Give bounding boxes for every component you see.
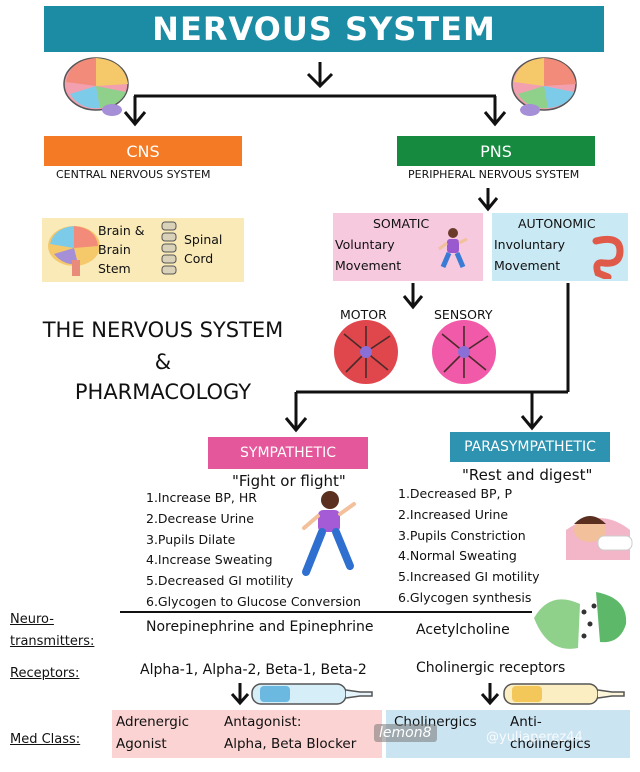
parasympathetic-label: PARASYMPATHETIC xyxy=(464,439,596,455)
motor-label: MOTOR xyxy=(340,307,387,322)
watermark-handle: @yuliaperez44 xyxy=(486,730,583,745)
sympathetic-effect-4: 4.Increase Sweating xyxy=(146,552,273,568)
somatic-line-2: Movement xyxy=(335,258,402,273)
intestine-icon xyxy=(592,235,624,279)
autonomic-title: AUTONOMIC xyxy=(518,216,596,231)
cns-subtitle: CENTRAL NERVOUS SYSTEM xyxy=(56,168,211,181)
headline-line-1: THE NERVOUS SYSTEM xyxy=(42,318,284,342)
autonomic-box: AUTONOMIC Involuntary Movement xyxy=(492,213,628,281)
cns-item-3: Stem xyxy=(98,261,131,276)
cns-box: CNS xyxy=(44,136,242,166)
somatic-box: SOMATIC Voluntary Movement xyxy=(333,213,483,281)
autonomic-line-2: Movement xyxy=(494,258,561,273)
parasympathetic-box: PARASYMPATHETIC xyxy=(450,432,610,462)
pns-subtitle: PERIPHERAL NERVOUS SYSTEM xyxy=(408,168,580,181)
parasympathetic-quote: "Rest and digest" xyxy=(462,466,593,484)
med-para-b-line-2: cholinergics xyxy=(510,736,591,752)
headline-line-3: PHARMACOLOGY xyxy=(74,380,252,404)
somatic-title: SOMATIC xyxy=(373,216,430,231)
med-symp-b-line-1: Antagonist: xyxy=(224,714,302,730)
med-symp-a-line-2: Agonist xyxy=(116,736,167,752)
sympathetic-effect-5: 5.Decreased GI motility xyxy=(146,573,294,589)
neuro-parasympathetic: Acetylcholine xyxy=(416,622,510,638)
page-title: NERVOUS SYSTEM xyxy=(152,10,496,48)
parasympathetic-effect-6: 6.Glycogen synthesis xyxy=(398,589,532,605)
neuro-label-1: Neuro- xyxy=(10,612,54,627)
cns-item-2: Brain xyxy=(98,242,131,257)
pns-box: PNS xyxy=(397,136,595,166)
parasympathetic-effect-5: 5.Increased GI motility xyxy=(398,569,540,585)
parasympathetic-effect-3: 3.Pupils Constriction xyxy=(398,527,526,543)
sympathetic-effect-1: 1.Increase BP, HR xyxy=(146,490,257,505)
parasympathetic-effects: 1.Decreased BP, P 2.Increased Urine 3.Pu… xyxy=(398,484,540,609)
sympathetic-quote: "Fight or flight" xyxy=(232,472,346,490)
autonomic-line-1: Involuntary xyxy=(494,237,566,252)
receptors-sympathetic: Alpha-1, Alpha-2, Beta-1, Beta-2 xyxy=(140,662,367,678)
sympathetic-label: SYMPATHETIC xyxy=(240,445,336,461)
cns-item-1: Brain & xyxy=(98,223,145,238)
sensory-label: SENSORY xyxy=(434,307,493,322)
watermark-logo: lemon8 xyxy=(374,724,437,742)
neuro-sympathetic: Norepinephrine and Epinephrine xyxy=(146,619,374,635)
neuro-label-2: transmitters: xyxy=(10,634,95,649)
cns-components-box: Brain & Brain Stem Spinal Cord xyxy=(42,218,244,282)
sympathetic-effects: 1.Increase BP, HR 2.Decrease Urine 3.Pup… xyxy=(146,488,361,613)
med-symp-b-line-2: Alpha, Beta Blocker xyxy=(224,736,357,752)
parasympathetic-effect-4: 4.Normal Sweating xyxy=(398,548,517,564)
brain-stem-icon xyxy=(48,226,100,276)
pns-label: PNS xyxy=(480,141,512,161)
spinal-line-1: Spinal xyxy=(184,232,223,247)
headline-line-2: & xyxy=(154,350,172,374)
cns-label: CNS xyxy=(126,141,160,161)
runner-icon xyxy=(438,228,468,268)
sympathetic-effect-2: 2.Decrease Urine xyxy=(146,510,254,526)
med-class-label: Med Class: xyxy=(10,732,81,747)
spinal-line-2: Cord xyxy=(184,251,214,266)
parasympathetic-effect-1: 1.Decreased BP, P xyxy=(398,486,513,501)
spine-icon xyxy=(161,221,177,275)
sympathetic-effect-6: 6.Glycogen to Glucose Conversion xyxy=(146,593,361,609)
receptors-parasympathetic: Cholinergic receptors xyxy=(416,660,566,676)
med-para-b-line-1: Anti- xyxy=(510,714,542,730)
title-banner: NERVOUS SYSTEM xyxy=(44,6,604,52)
sympathetic-effect-3: 3.Pupils Dilate xyxy=(146,531,236,547)
somatic-line-1: Voluntary xyxy=(335,237,395,252)
parasympathetic-effect-2: 2.Increased Urine xyxy=(398,506,509,522)
receptors-label: Receptors: xyxy=(10,666,80,681)
med-symp-a-line-1: Adrenergic xyxy=(116,714,190,730)
med-class-sympathetic-box: Adrenergic Agonist Antagonist: Alpha, Be… xyxy=(112,710,382,758)
sympathetic-box: SYMPATHETIC xyxy=(208,437,368,469)
